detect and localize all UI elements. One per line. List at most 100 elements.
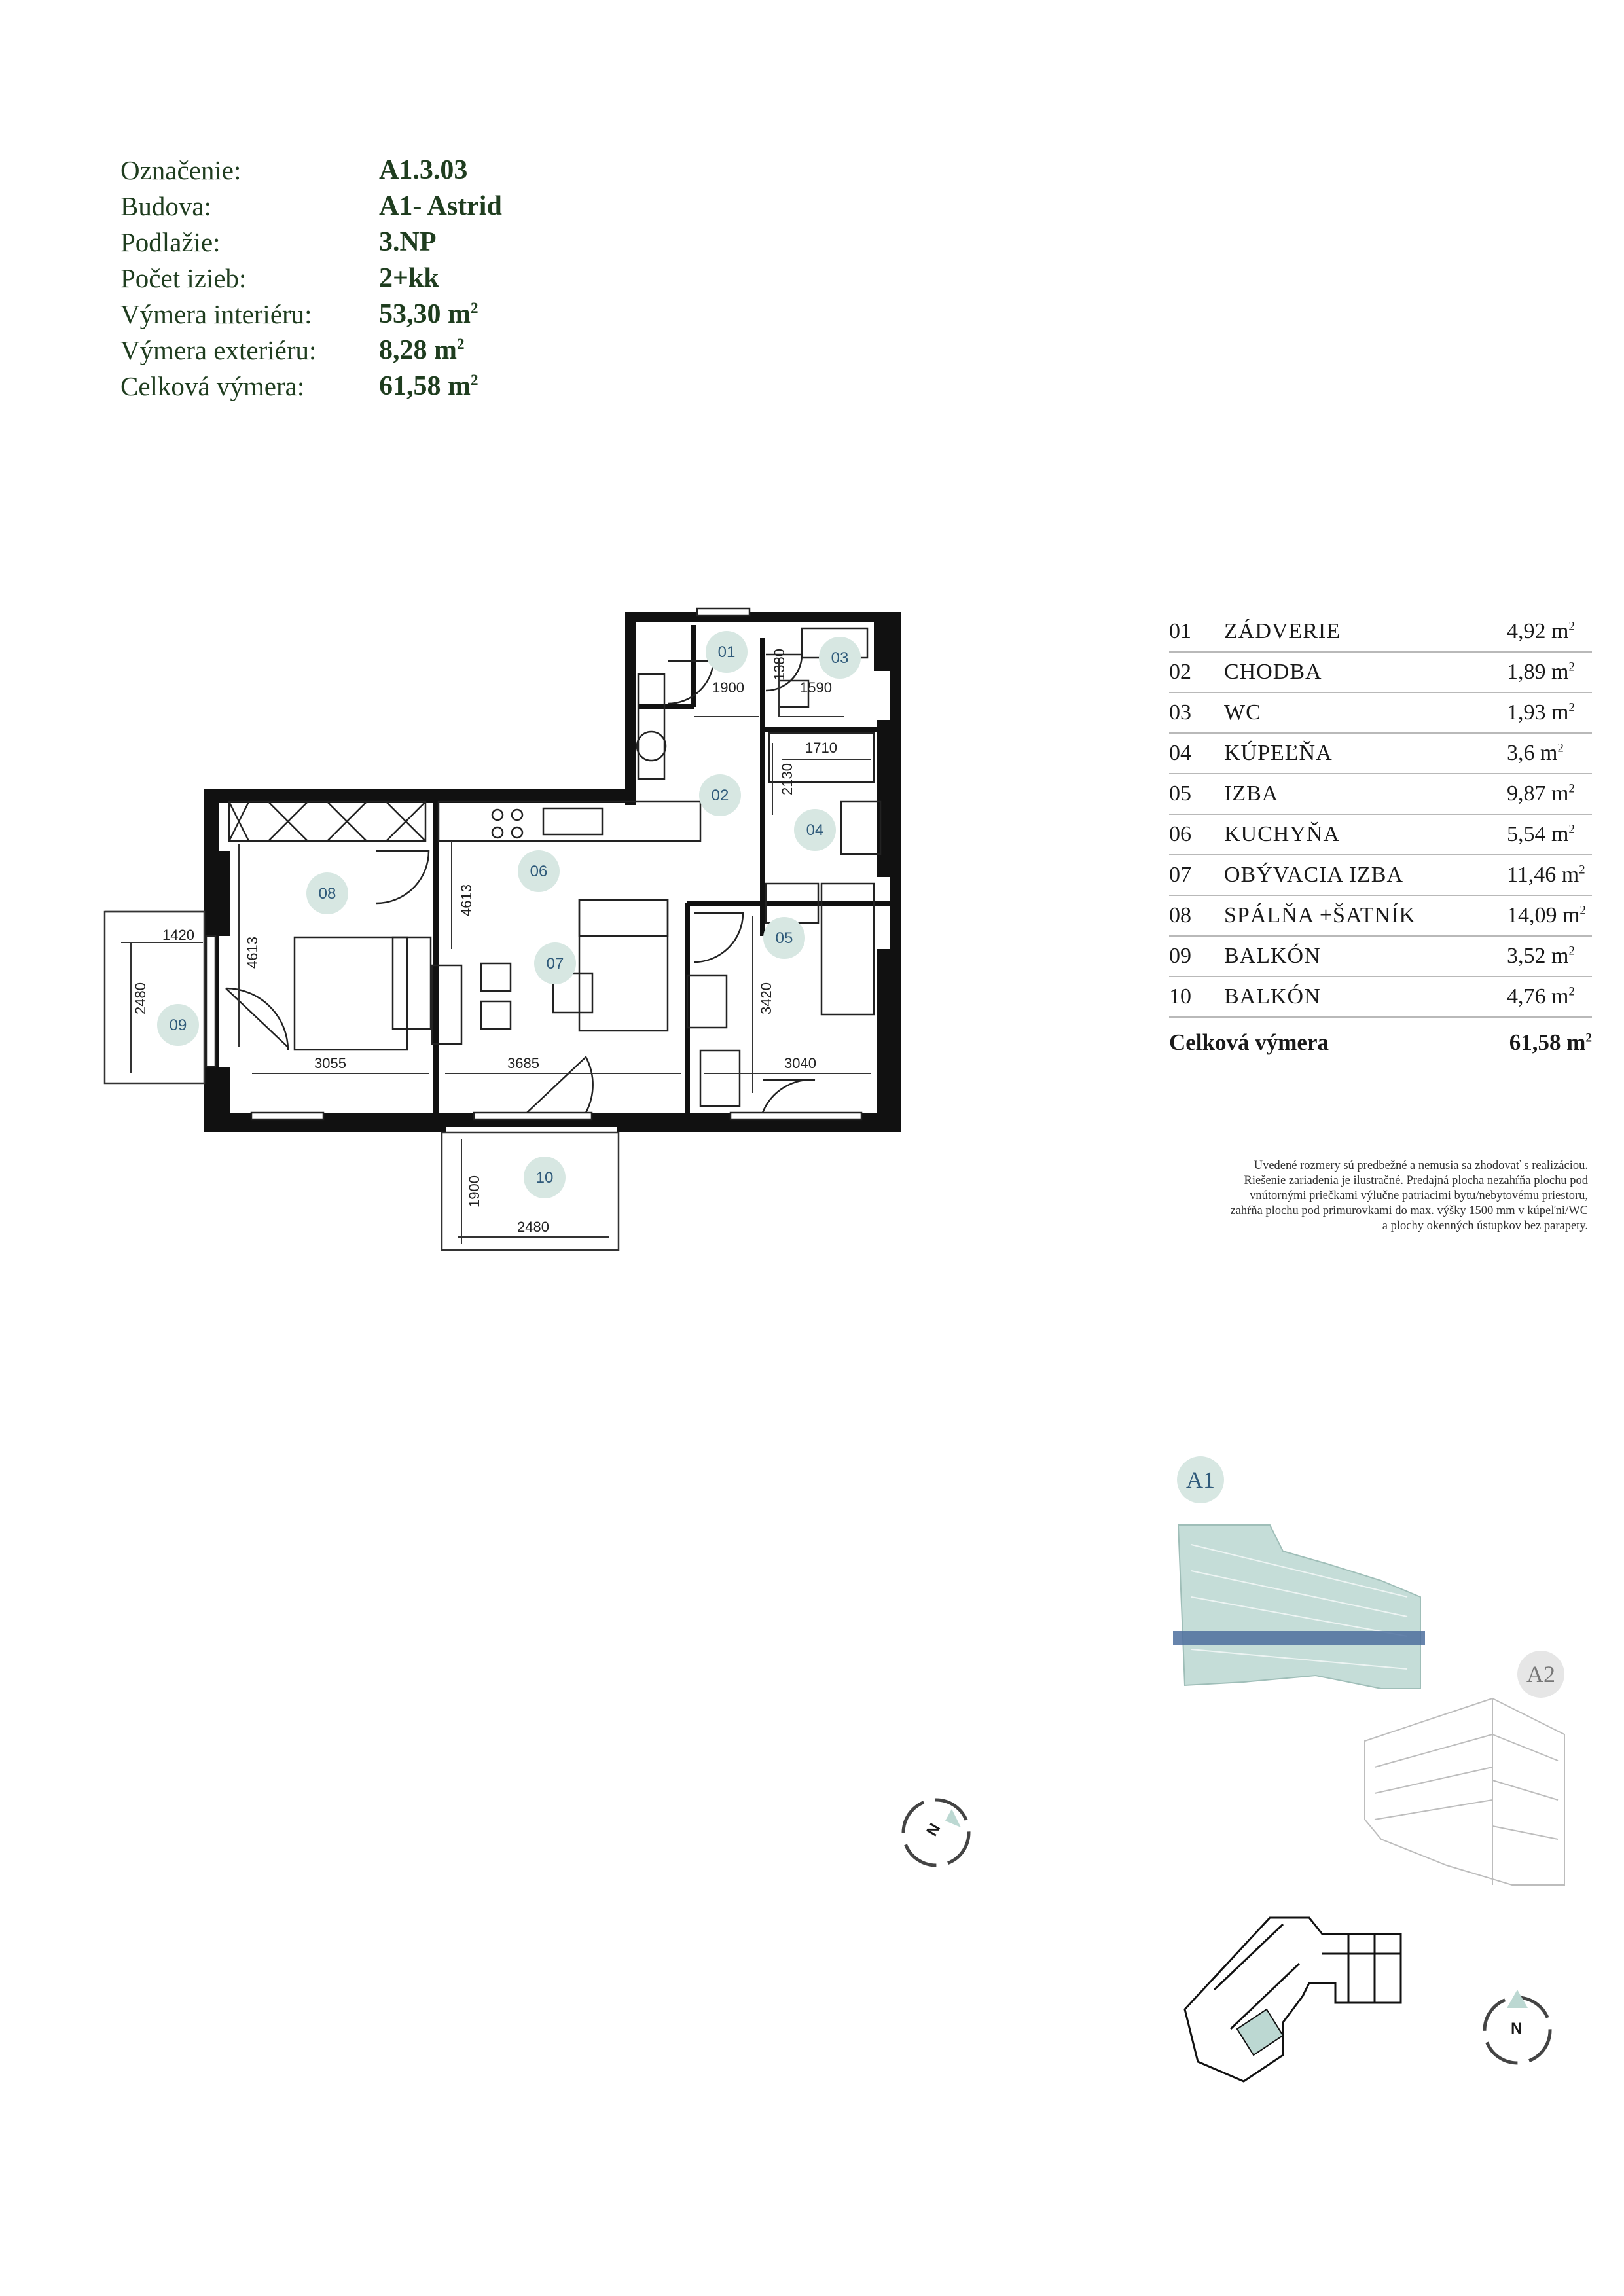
dim-label: 3040 [784, 1055, 816, 1071]
total-value: 61,58 m2 [1509, 1030, 1592, 1055]
dim-label: 1900 [466, 1175, 482, 1208]
dim-label: 1710 [805, 740, 837, 756]
room-name: BALKÓN [1224, 944, 1321, 968]
table-row: 09 BALKÓN 3,52 m2 [1169, 937, 1592, 977]
site-plan-highlight [1236, 2008, 1284, 2056]
furniture [228, 627, 882, 1107]
balconies [103, 910, 620, 1251]
info-value: 8,28 m2 [379, 334, 465, 365]
partitions [433, 625, 890, 1113]
room-marker: 06 [530, 863, 548, 880]
table-row: 08 SPÁLŇA +ŠATNÍK 14,09 m2 [1169, 896, 1592, 937]
info-row: Podlažie: 3.NP [120, 224, 502, 260]
info-row: Výmera interiéru: 53,30 m2 [120, 296, 502, 332]
disclaimer-line: vnútornými priečkami výlučne patriacimi … [1250, 1189, 1588, 1202]
room-marker: 02 [712, 787, 729, 804]
total-label: Celková výmera [1169, 1030, 1329, 1055]
room-number: 02 [1169, 660, 1191, 684]
room-number: 10 [1169, 984, 1191, 1009]
room-number: 05 [1169, 781, 1191, 806]
disclaimer-line: Uvedené rozmery sú predbežné a nemusia s… [1254, 1159, 1588, 1172]
info-label: Počet izieb: [120, 262, 247, 293]
room-number: 04 [1169, 741, 1191, 765]
dim-label: 2130 [779, 763, 795, 795]
door-swings [225, 653, 816, 1113]
dimension-labels: 1900 1380 1590 1710 2130 4613 4613 1420 … [132, 649, 837, 1235]
room-area: 4,76 m2 [1507, 984, 1575, 1009]
disclaimer: Uvedené rozmery sú predbežné a nemusia s… [1139, 1158, 1589, 1234]
table-row: 02 CHODBA 1,89 m2 [1169, 653, 1592, 693]
room-number: 06 [1169, 822, 1191, 846]
room-area: 5,54 m2 [1507, 822, 1575, 846]
room-area: 11,46 m2 [1507, 863, 1585, 887]
room-number: 01 [1169, 619, 1191, 643]
dim-label: 3685 [507, 1055, 539, 1071]
room-name: CHODBA [1224, 660, 1322, 684]
info-value: 53,30 m2 [379, 298, 478, 329]
disclaimer-line: a plochy okenných ústupkov bez parapety. [1382, 1219, 1588, 1232]
info-value: 3.NP [379, 226, 437, 257]
room-area: 1,93 m2 [1507, 700, 1575, 725]
dim-label: 1590 [800, 679, 832, 696]
table-row: 06 KUCHYŇA 5,54 m2 [1169, 815, 1592, 855]
room-name: IZBA [1224, 781, 1279, 806]
info-row: Označenie: A1.3.03 [120, 152, 502, 188]
building-a2-image [1364, 1697, 1565, 1886]
dim-label: 2480 [517, 1219, 549, 1235]
info-row: Počet izieb: 2+kk [120, 260, 502, 296]
room-number: 09 [1169, 944, 1191, 968]
dim-label: 2480 [132, 982, 149, 1014]
disclaimer-line: Riešenie zariadenia je ilustračné. Preda… [1244, 1174, 1588, 1187]
table-row: 04 KÚPEĽŇA 3,6 m2 [1169, 734, 1592, 774]
room-name: KUCHYŇA [1224, 822, 1340, 846]
info-label: Označenie: [120, 154, 242, 185]
info-label: Budova: [120, 190, 211, 221]
info-row: Celková výmera: 61,58 m2 [120, 368, 502, 404]
room-marker: 01 [718, 643, 736, 661]
room-name: BALKÓN [1224, 984, 1321, 1009]
room-area: 3,6 m2 [1507, 741, 1564, 765]
room-number: 03 [1169, 700, 1191, 725]
room-area: 9,87 m2 [1507, 781, 1575, 806]
dim-label: 3420 [758, 982, 774, 1014]
dim-label: 1420 [162, 927, 194, 943]
building-label-a1: A1 [1177, 1456, 1224, 1503]
table-row: 01 ZÁDVERIE 4,92 m2 [1169, 612, 1592, 653]
info-row: Výmera exteriéru: 8,28 m2 [120, 332, 502, 368]
table-row: 03 WC 1,93 m2 [1169, 693, 1592, 734]
room-marker: 10 [536, 1169, 554, 1187]
room-number: 08 [1169, 903, 1191, 927]
room-table: 01 ZÁDVERIE 4,92 m2 02 CHODBA 1,89 m2 03… [1169, 612, 1592, 1067]
info-label: Výmera interiéru: [120, 298, 312, 329]
room-name: ZÁDVERIE [1224, 619, 1341, 643]
room-name: WC [1224, 700, 1261, 725]
room-area: 1,89 m2 [1507, 660, 1575, 684]
info-label: Podlažie: [120, 226, 221, 257]
room-name: OBÝVACIA IZBA [1224, 863, 1404, 887]
dimension-lines [121, 658, 871, 1244]
room-marker: 05 [776, 929, 793, 947]
walls [204, 612, 901, 1132]
dim-label: 4613 [458, 884, 475, 916]
room-name: SPÁLŇA +ŠATNÍK [1224, 903, 1416, 927]
compass-icon: N [1479, 1990, 1555, 2066]
total-row: Celková výmera 61,58 m2 [1169, 1018, 1592, 1067]
disclaimer-line: zahŕňa plochu pod primurovkami do max. v… [1230, 1204, 1589, 1217]
table-row: 07 OBÝVACIA IZBA 11,46 m2 [1169, 855, 1592, 896]
info-label: Celková výmera: [120, 370, 305, 401]
dim-label: 1900 [712, 679, 744, 696]
room-area: 14,09 m2 [1507, 903, 1586, 927]
dim-label: 4613 [244, 937, 261, 969]
room-name: KÚPEĽŇA [1224, 741, 1333, 765]
room-marker: 04 [806, 821, 824, 839]
room-area: 4,92 m2 [1507, 619, 1575, 643]
room-marker: 09 [170, 1016, 187, 1034]
room-area: 3,52 m2 [1507, 944, 1575, 968]
room-marker: 03 [831, 649, 849, 667]
info-row: Budova: A1- Astrid [120, 188, 502, 224]
info-label: Výmera exteriéru: [120, 334, 317, 365]
windows [205, 607, 863, 1121]
table-row: 10 BALKÓN 4,76 m2 [1169, 977, 1592, 1018]
room-marker: 08 [319, 885, 336, 903]
room-number: 07 [1169, 863, 1191, 887]
